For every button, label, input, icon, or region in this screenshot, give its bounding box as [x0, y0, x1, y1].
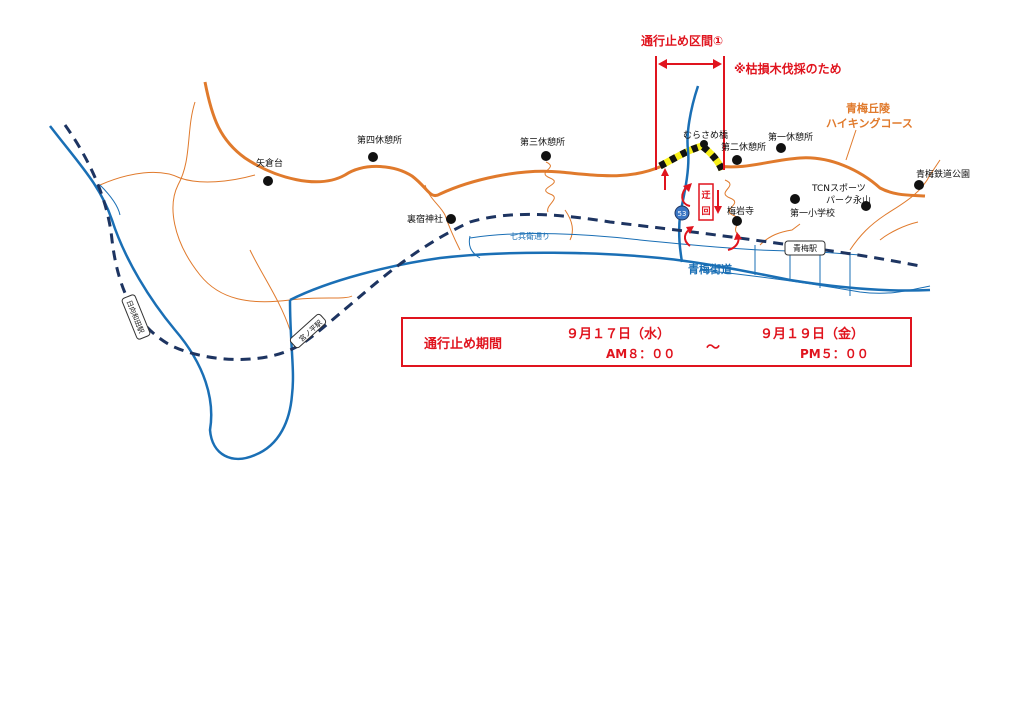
river-west: [49, 125, 295, 461]
poi-dot-rest4: [368, 152, 378, 162]
route-53-number: 53: [678, 210, 687, 218]
station-miyanohira-box: [289, 313, 327, 349]
closed-section-stripes: [658, 142, 726, 172]
side-trail-west-loop: [172, 101, 353, 303]
label-rest4: 第四休憩所: [357, 134, 402, 146]
label-urajuku: 裏宿神社: [407, 213, 443, 225]
label-murasame: むらさめ橋: [683, 129, 728, 141]
hiking-course: [203, 81, 926, 198]
closure-arrowhead-left: [658, 59, 667, 69]
label-rest3: 第三休憩所: [520, 136, 565, 148]
label-baiganji: 梅岩寺: [727, 205, 754, 217]
label-rest2: 第二休憩所: [721, 141, 766, 153]
route-53-shield: 53: [674, 205, 690, 221]
label-tetsudo: 青梅鉄道公園: [916, 168, 970, 180]
main-roads: [49, 85, 931, 461]
side-trail-west-spur: [249, 249, 291, 331]
route-53: [677, 85, 700, 263]
detour-box: [698, 183, 714, 221]
label-rest1: 第一休憩所: [768, 131, 813, 143]
closure-bracket: [655, 56, 725, 170]
closure-reason: ※枯損木伐採のため: [734, 61, 842, 76]
label-tcn-2: パーク永山: [826, 194, 871, 206]
station-ome-box: [784, 240, 826, 256]
label-shichibei: 七兵衛通り: [510, 231, 550, 241]
poi-dot-yagura: [263, 176, 273, 186]
label-school: 第一小学校: [790, 207, 835, 219]
poi-dot-school: [790, 194, 800, 204]
detour-label-2: 回: [701, 206, 710, 217]
label-tcn-1: TCNスポーツ: [811, 183, 866, 194]
period-tilde: ～: [706, 340, 720, 356]
railway-line: [63, 124, 921, 361]
detour-arrows: [661, 168, 742, 251]
poi-dot-tetsudo: [914, 180, 924, 190]
ome-kaido: [289, 251, 931, 302]
label-yagura: 矢倉台: [256, 157, 283, 169]
shichibei-dori: [469, 233, 861, 256]
closure-period-frame: [401, 317, 912, 367]
side-trail-urajuku: [424, 184, 461, 251]
period-start-time: AM８：００: [606, 347, 675, 361]
period-end-time: PM５：００: [800, 347, 869, 361]
period-start-date: ９月１７日（水）: [566, 326, 670, 342]
label-ome-station: 青梅駅: [793, 243, 817, 253]
poi-dot-murasame: [700, 140, 708, 148]
closure-title: 通行止め区間①: [641, 33, 723, 48]
course-leader-line: [845, 129, 857, 161]
poi-dot-rest3: [541, 151, 551, 161]
period-end-date: ９月１９日（金）: [760, 326, 864, 342]
poi-dot-tcn: [861, 201, 871, 211]
side-trail-west-inner: [99, 171, 256, 186]
label-ome-kaido: 青梅街道: [688, 262, 732, 276]
side-trails: [99, 101, 941, 331]
side-trail-tcn-2: [879, 221, 919, 241]
detour-label-1: 迂: [701, 190, 710, 201]
closed-section: [658, 142, 726, 172]
poi-dot-baiganji: [732, 216, 742, 226]
poi-dots: [263, 140, 924, 226]
label-course-2: ハイキングコース: [826, 116, 913, 130]
street-west-local: [468, 235, 481, 259]
side-trail-rest3-zigzag: [544, 161, 555, 213]
closure-arrowhead-right: [713, 59, 722, 69]
street-hinatawada-branch: [99, 184, 121, 216]
side-trail-mid: [564, 209, 573, 241]
station-hinatawada-box: [121, 294, 151, 340]
closure-period-box: 通行止め期間 ９月１７日（水） AM８：００ ～ ９月１９日（金） PM５：００: [401, 317, 912, 367]
label-course-1: 青梅丘陵: [846, 101, 891, 115]
poi-dot-rest2: [732, 155, 742, 165]
poi-dot-rest1: [776, 143, 786, 153]
poi-dot-urajuku: [446, 214, 456, 224]
period-label: 通行止め期間: [424, 336, 502, 352]
